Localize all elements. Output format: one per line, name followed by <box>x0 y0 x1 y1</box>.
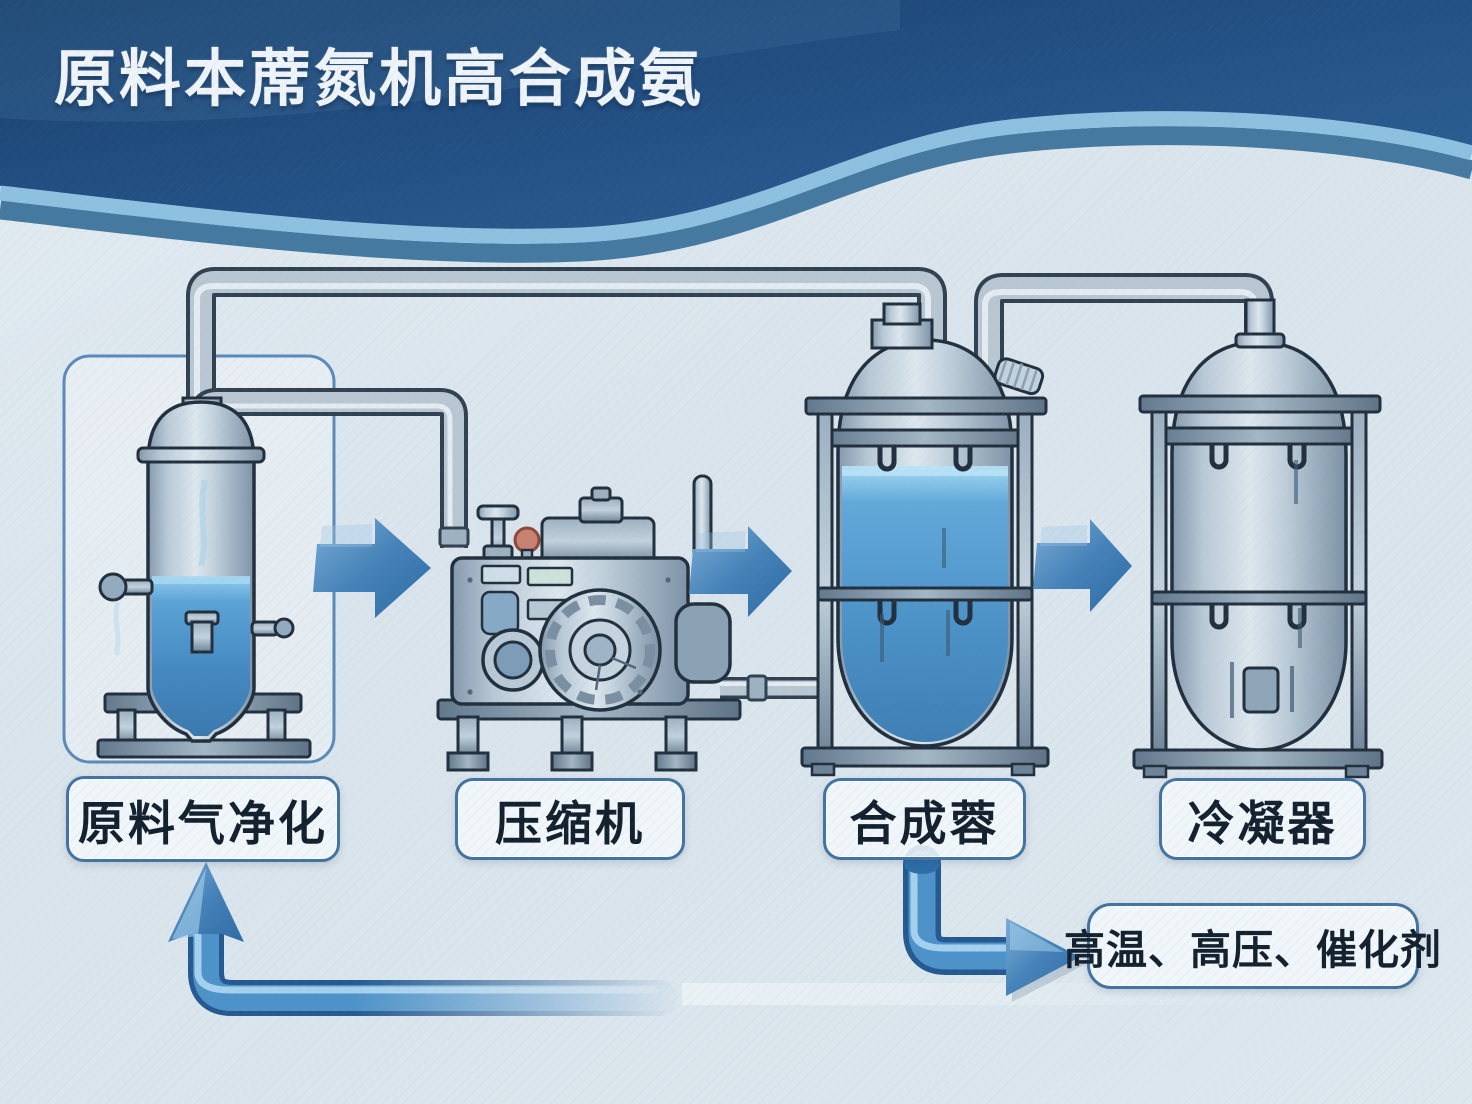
pipe-compressor-to-tower <box>720 677 820 699</box>
tower-liquid <box>842 470 1008 742</box>
header-banner <box>0 0 1472 263</box>
wave-stripe-light <box>0 111 1472 244</box>
blue-button <box>480 590 520 636</box>
condenser-frame <box>1132 394 1384 779</box>
purifier-nozzle <box>190 620 214 654</box>
pipe-fade-mask <box>352 974 682 1024</box>
compressor-valve <box>476 504 520 521</box>
synthesis-tower-unit <box>800 302 1050 777</box>
callout-pipe <box>903 845 1086 1002</box>
purifier-collar <box>136 446 266 464</box>
condenser-flange <box>1154 426 1364 446</box>
compressor-side-housing <box>674 602 732 684</box>
red-knob-icon <box>513 526 541 554</box>
tower-side-fitting <box>993 357 1045 396</box>
flow-arrow-2 <box>689 526 792 617</box>
tower-flange <box>820 428 1030 448</box>
label-synthesis-tower-text: 合成蓉 <box>849 796 1000 850</box>
pipe-purifier-to-tower <box>186 267 947 430</box>
condenser-unit <box>1132 298 1384 779</box>
label-purifier: 原料气净化 <box>66 776 340 862</box>
label-condenser: 冷凝器 <box>1159 778 1366 860</box>
flow-arrow-1 <box>313 518 431 618</box>
purifier-liquid <box>152 578 250 736</box>
label-purifier-text: 原料气净化 <box>78 796 328 850</box>
wave-stripe-medium <box>0 126 1472 263</box>
gauge-panel <box>480 564 522 585</box>
label-reaction-conditions-text: 高温、高压、催化剂 <box>1064 927 1442 973</box>
purifier-unit <box>96 396 312 759</box>
liquid-surface <box>842 466 1008 476</box>
pipe-coupling <box>746 674 768 702</box>
page-title: 原料本蓆氮机高合成氨 <box>54 45 705 114</box>
label-condenser-text: 冷凝器 <box>1187 796 1338 850</box>
compressor-unit <box>436 474 742 772</box>
header-sheen <box>0 0 900 122</box>
label-compressor-text: 压缩机 <box>495 796 645 850</box>
condenser-access-door <box>1242 666 1280 714</box>
flow-arrows <box>313 518 1132 618</box>
label-reaction-conditions: 高温、高压、催化剂 <box>1064 903 1441 989</box>
flow-arrow-3 <box>1033 519 1132 612</box>
gauge-panel <box>526 566 574 587</box>
label-compressor: 压缩机 <box>455 778 685 860</box>
label-synthesis-tower: 合成蓉 <box>823 778 1026 860</box>
pipe-coupling <box>438 526 470 548</box>
tower-frame <box>800 396 1050 777</box>
valve-wheel-icon <box>98 572 128 602</box>
